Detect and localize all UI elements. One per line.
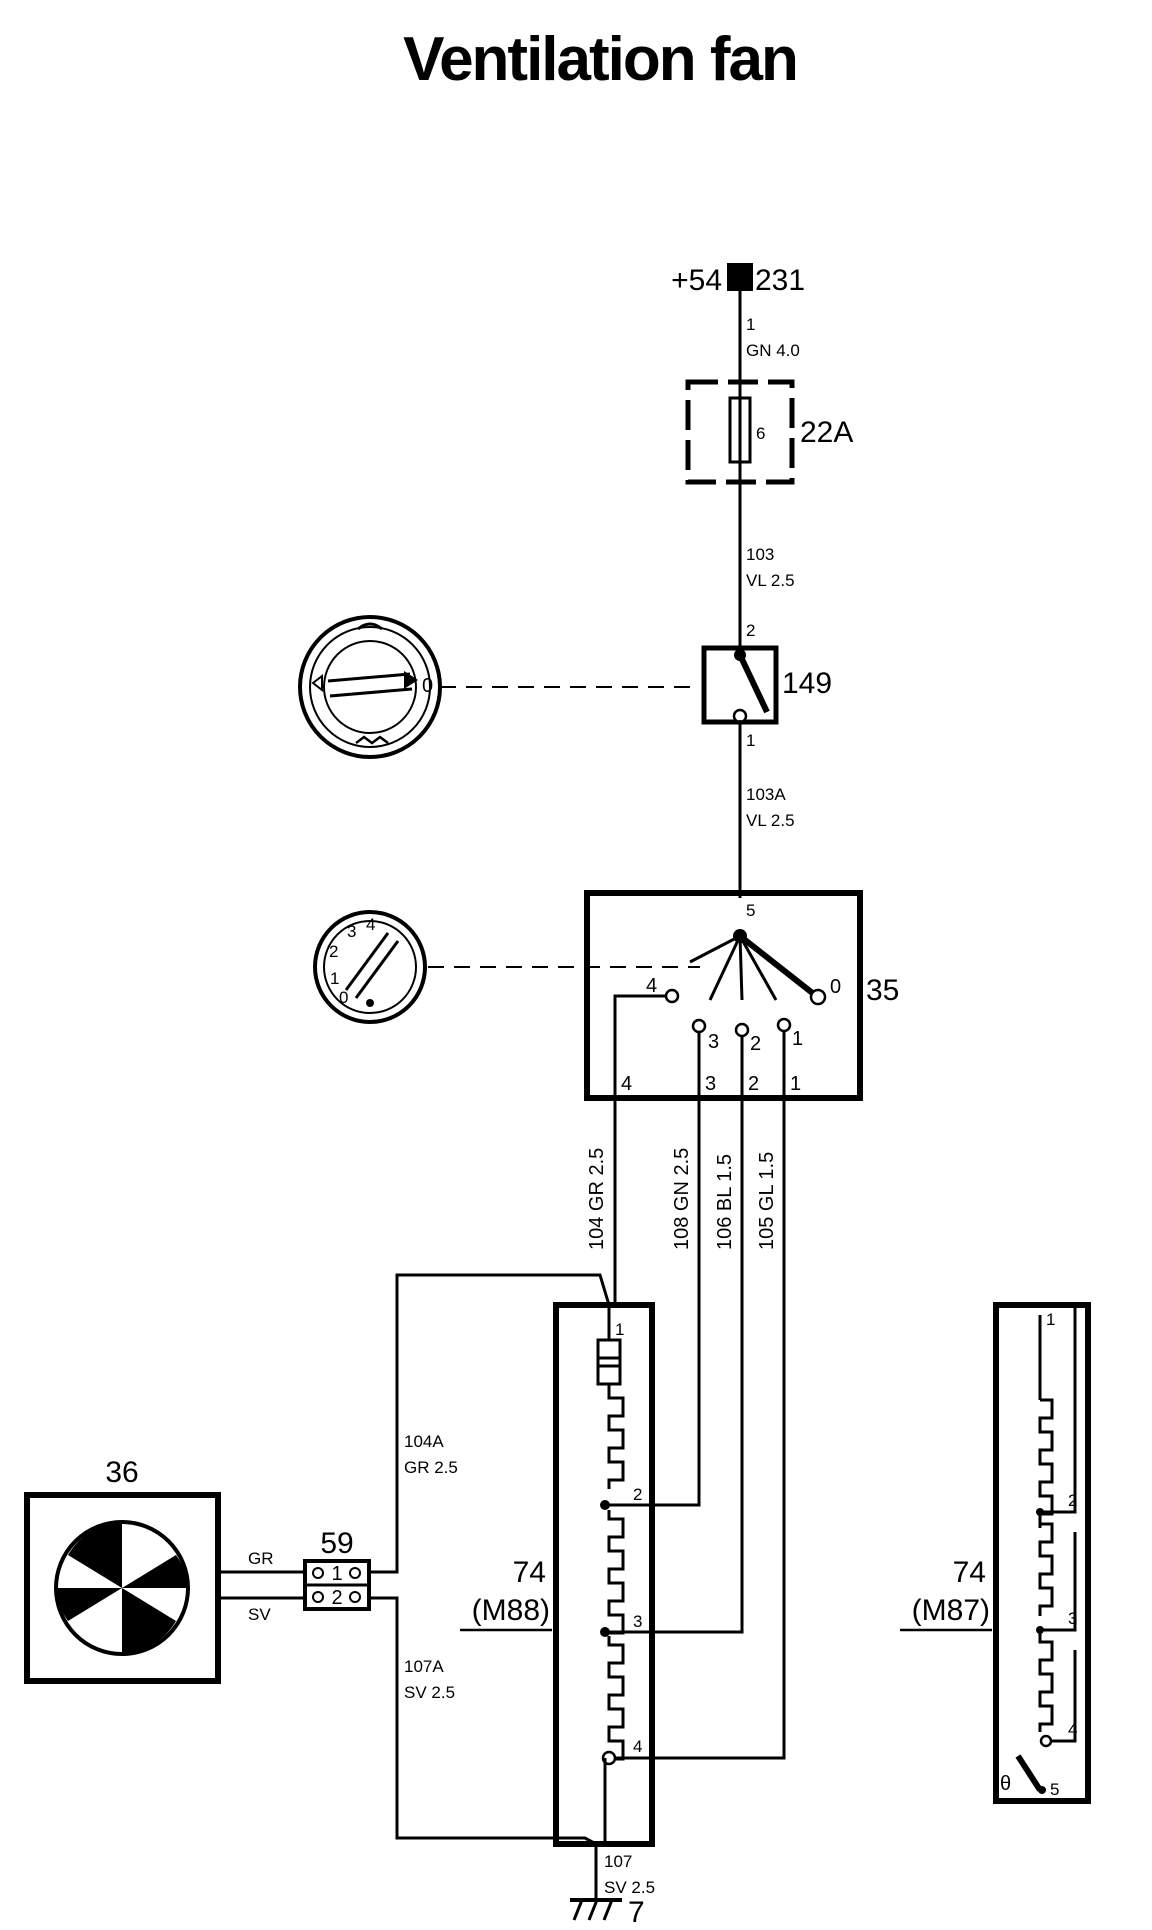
fuse-pin: 6	[756, 424, 765, 443]
resistor-74-m87	[993, 1302, 1091, 1804]
m88-variant: (M88)	[472, 1594, 550, 1627]
connector-pin-1: 1	[331, 1563, 342, 1585]
control-knob-149	[298, 615, 442, 759]
switch-35-term-2: 2	[748, 1073, 759, 1095]
wire-107a-spec: SV 2.5	[404, 1683, 455, 1702]
m87-pin-4: 4	[1068, 1720, 1077, 1739]
wire-103a-number: 103A	[746, 785, 786, 804]
switch-149-pin-2: 2	[746, 621, 755, 640]
ground-symbol	[570, 1898, 622, 1921]
knob-35-mark-1: 1	[330, 969, 339, 988]
supply-ref: 231	[755, 264, 805, 297]
wire-105-label: 105 GL 1.5	[756, 1152, 778, 1250]
wire-103-number: 103	[746, 545, 774, 564]
m88-pin-1: 1	[615, 1320, 624, 1339]
m87-pin-5: 5	[1050, 1780, 1059, 1799]
fan-wire-sv-label: SV	[248, 1605, 271, 1624]
switch-35-pos-2: 2	[750, 1033, 761, 1055]
wire-108-label: 108 GN 2.5	[671, 1148, 693, 1250]
m87-pin-3: 3	[1068, 1609, 1077, 1628]
switch-35-pos-1: 1	[792, 1028, 803, 1050]
knob-35-mark-2: 2	[329, 942, 338, 961]
fuse-id: 22A	[800, 416, 853, 449]
wire-103-spec: VL 2.5	[746, 571, 795, 590]
m88-pin-4: 4	[633, 1737, 642, 1756]
fan-wire-gr-label: GR	[248, 1549, 274, 1568]
switch-35-pin-5: 5	[746, 901, 755, 920]
diagram-title: Ventilation fan	[403, 25, 797, 94]
m87-pin-2: 2	[1068, 1491, 1077, 1510]
fan-speed-switch-35	[584, 890, 863, 1305]
wire-104-label: 104 GR 2.5	[586, 1148, 608, 1250]
knob-35-mark-0: 0	[339, 988, 348, 1007]
supply-terminal	[727, 263, 753, 291]
knob-35-mark-4: 4	[366, 915, 375, 934]
switch-149-pin-1: 1	[746, 731, 755, 750]
wire-107-number: 107	[604, 1852, 632, 1871]
m88-pin-3: 3	[633, 1612, 642, 1631]
switch-35-term-1: 1	[790, 1073, 801, 1095]
ground-ref: 7	[628, 1896, 645, 1929]
m87-id: 74	[953, 1556, 986, 1589]
switch-35-term-4: 4	[621, 1073, 632, 1095]
knob-35-mark-3: 3	[347, 922, 356, 941]
wire-105	[605, 1098, 786, 1760]
thermal-symbol: θ	[1000, 1773, 1011, 1795]
switch-149	[701, 645, 779, 725]
switch-35-pos-3: 3	[708, 1031, 719, 1053]
wire-104a-number: 104A	[404, 1432, 444, 1451]
connector-59	[303, 1559, 371, 1611]
knob-149-value: 0	[422, 675, 433, 697]
m87-pin-1: 1	[1046, 1310, 1055, 1329]
switch-35-pos-0: 0	[830, 976, 841, 998]
m88-id: 74	[513, 1556, 546, 1589]
wire-107a	[369, 1596, 597, 1846]
wire-103a-spec: VL 2.5	[746, 811, 795, 830]
switch-35-pos-4: 4	[646, 975, 657, 997]
wire-106-label: 106 BL 1.5	[714, 1154, 736, 1250]
fan-motor-36	[24, 1492, 221, 1684]
wire-107-spec: SV 2.5	[604, 1878, 655, 1897]
wire-1-number: 1	[746, 315, 755, 334]
m88-pin-2: 2	[633, 1485, 642, 1504]
control-knob-35	[313, 910, 427, 1024]
connector-pin-2: 2	[331, 1587, 342, 1609]
fan-id: 36	[105, 1456, 138, 1489]
wire-108	[605, 1098, 701, 1507]
switch-35-term-3: 3	[705, 1073, 716, 1095]
supply-label: +54	[671, 264, 722, 297]
switch-149-id: 149	[782, 667, 832, 700]
switch-35-id: 35	[866, 974, 899, 1007]
m87-variant: (M87)	[912, 1594, 990, 1627]
resistor-74-m88	[553, 1302, 655, 1847]
wire-104a-spec: GR 2.5	[404, 1458, 458, 1477]
wire-104a	[369, 1273, 611, 1574]
wire-107a-number: 107A	[404, 1657, 444, 1676]
wire-1-spec: GN 4.0	[746, 341, 800, 360]
connector-id: 59	[320, 1527, 353, 1560]
